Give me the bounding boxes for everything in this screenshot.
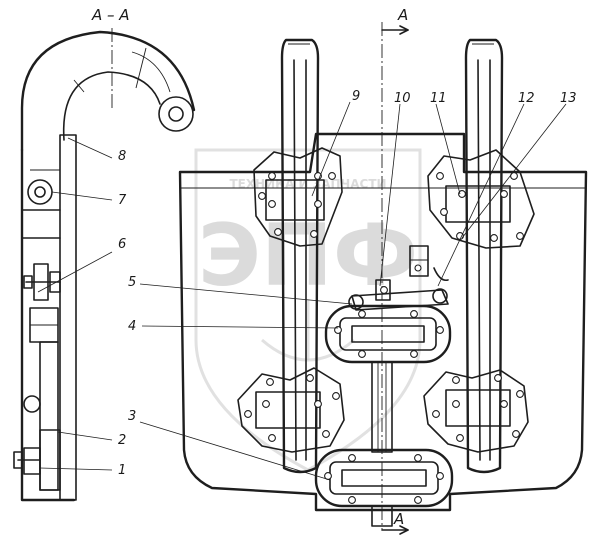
callout-12: 12: [518, 91, 535, 106]
callout-13: 13: [560, 91, 577, 106]
callout-10: 10: [394, 91, 411, 106]
main-view: А А: [178, 6, 588, 535]
callout-7: 7: [118, 193, 127, 208]
cut-mark-top: А: [397, 6, 408, 24]
bolts: [244, 172, 524, 504]
callout-6: 6: [118, 237, 126, 252]
leader-lines: [37, 101, 567, 481]
callout-5: 5: [128, 275, 136, 290]
callout-8: 8: [118, 149, 126, 164]
callouts: 1 2 3 4 5 6 7 8 9 10 11 12 13: [118, 89, 577, 478]
callout-1: 1: [118, 463, 126, 478]
cut-mark-bottom: А: [393, 510, 404, 528]
watermark-top-text: ТЕХНИКА И ЗАПЧАСТИ: [229, 177, 386, 191]
callout-11: 11: [430, 91, 447, 106]
callout-4: 4: [128, 319, 136, 334]
callout-2: 2: [118, 433, 126, 448]
section-view: А – А: [13, 6, 196, 502]
section-title: А – А: [91, 6, 130, 24]
callout-3: 3: [128, 409, 136, 424]
callout-9: 9: [352, 89, 360, 104]
